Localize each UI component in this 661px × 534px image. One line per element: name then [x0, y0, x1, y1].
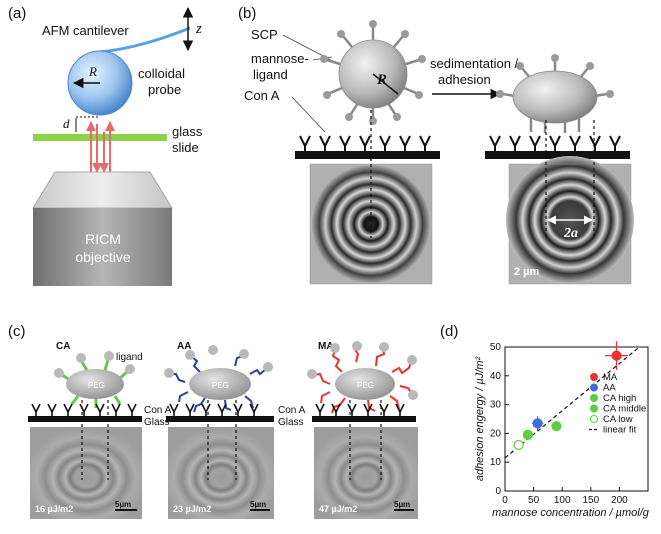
probe-label-1: colloidal [138, 66, 185, 81]
data-point [551, 421, 562, 432]
ricm-image-ma: 47 µJ/m2 5µm [314, 427, 418, 519]
z-axis-label: z [195, 21, 202, 37]
peg-label-ca: PEG [88, 381, 105, 390]
probe-label-2: probe [148, 82, 181, 97]
legend-marker [590, 383, 598, 392]
gap-label: d [63, 116, 70, 131]
cona-label-c1: Con A [144, 405, 172, 416]
panel-a-label: (a) [8, 5, 26, 22]
ligand-label-c: ligand [116, 352, 143, 363]
ligand-label-1: mannose- [251, 51, 309, 66]
substrate-ma [312, 416, 416, 422]
objective-label-1: RICM [85, 231, 121, 247]
panel-d-label: (d) [440, 323, 458, 340]
arrow-label-2: adhesion [438, 72, 491, 87]
x-tick-label: 100 [554, 495, 571, 506]
ligand-label-2: ligand [253, 67, 288, 82]
data-point [513, 439, 524, 451]
legend-label: MA [603, 372, 618, 383]
ricm-objective [33, 208, 172, 286]
x-tick-label: 200 [611, 495, 628, 506]
legend-label: CA middle [603, 404, 646, 415]
radius-label: R [88, 64, 97, 79]
y-tick-label: 30 [490, 400, 502, 411]
substrate-left [295, 151, 440, 159]
scale-ca: 5µm [115, 500, 131, 509]
legend-marker [590, 373, 598, 381]
ricm-image-aa: 23 µJ/m2 5µm [168, 427, 274, 519]
energy-aa: 23 µJ/m2 [173, 504, 211, 514]
scp-adhered [496, 54, 614, 133]
legend-label: AA [603, 383, 616, 394]
cona-label-c2: Con A [278, 405, 306, 416]
cona-surface-left [299, 135, 431, 152]
x-tick-label: 0 [502, 495, 508, 506]
slide-label-2: slide [172, 140, 199, 155]
energy-ca: 16 µJ/m2 [35, 504, 73, 514]
y-axis-label: adhesion engergy / µJ/m² [474, 356, 486, 481]
sample-aa: AA PEG [164, 341, 273, 413]
objective-label-2: objective [75, 249, 130, 265]
scp-label: SCP [251, 27, 278, 42]
light-beams [86, 121, 115, 173]
x-tick-label: 150 [582, 495, 599, 506]
legend-marker [590, 394, 598, 402]
contact-guides-c [81, 400, 382, 480]
peg-label-ma: PEG [357, 381, 374, 390]
ricm-image-ca: 16 µJ/m2 5µm [30, 427, 142, 519]
y-tick-label: 10 [490, 457, 502, 468]
cona-label: Con A [244, 88, 280, 103]
x-tick-label: 50 [528, 495, 540, 506]
panel-c-label: (c) [8, 323, 26, 340]
cona-surface-c [31, 403, 405, 417]
data-point [611, 350, 622, 361]
scale-ma: 5µm [394, 500, 410, 509]
substrate-aa [166, 416, 274, 422]
scp-radius-label: R [376, 72, 387, 88]
afm-cantilever [99, 26, 191, 54]
objective-top [32, 171, 173, 209]
scale-label-b: 2 µm [514, 266, 540, 278]
panel-a: (a) AFM cantilever z R colloidal probe d… [8, 5, 203, 286]
panel-c: (c) CA ligand PEG AA [8, 323, 418, 519]
plot-frame [504, 346, 649, 492]
cona-surface-right [489, 135, 621, 152]
y-tick-label: 50 [490, 342, 502, 353]
data-point [522, 429, 533, 440]
data-point [532, 418, 543, 429]
sample-aa-name: AA [177, 341, 191, 352]
panel-b-label: (b) [238, 5, 256, 22]
y-tick-label: 0 [495, 486, 501, 497]
legend-marker [590, 415, 598, 423]
sample-ca-name: CA [56, 341, 70, 352]
cantilever-label: AFM cantilever [42, 23, 129, 38]
legend-label: CA low [603, 414, 633, 425]
y-tick-label: 20 [490, 428, 502, 439]
slide-label-1: glass [172, 124, 203, 139]
sample-ma: MA PEG [307, 341, 418, 414]
panel-b: (b) SCP mannose- ligand Con A [238, 5, 634, 285]
glass-label-c2: Glass [278, 417, 304, 428]
sample-ca: CA ligand PEG [54, 341, 143, 408]
energy-ma: 47 µJ/m2 [319, 504, 357, 514]
scp-free: R [320, 20, 426, 125]
glass-label-c1: Glass [144, 417, 170, 428]
glass-slide [33, 134, 167, 141]
y-tick-label: 40 [490, 371, 502, 382]
sample-ma-name: MA [318, 341, 334, 352]
arrow-label-1: sedimentation / [430, 56, 519, 71]
legend-label: CA high [603, 393, 636, 404]
peg-label-aa: PEG [212, 381, 229, 390]
legend-marker [590, 404, 598, 413]
x-axis-label: mannose concentration / µmol/g [492, 507, 650, 519]
contact-label: 2a [563, 226, 578, 241]
substrate-right [485, 151, 630, 159]
scale-aa: 5µm [250, 500, 266, 509]
legend-label: linear fit [603, 425, 637, 436]
substrate-ca [28, 416, 142, 422]
